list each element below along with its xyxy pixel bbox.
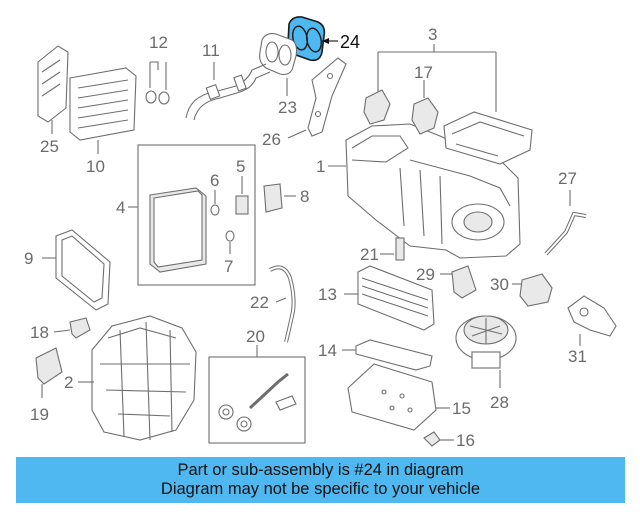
arrow-24 (322, 38, 329, 44)
part-12-orings (145, 90, 170, 105)
part-25-bracket (37, 45, 69, 123)
part-18-clip (69, 317, 91, 339)
callout-23: 23 (278, 98, 297, 117)
leader-3 (377, 44, 497, 112)
part-13-core (357, 265, 435, 331)
part-15-tray (347, 363, 437, 431)
callout-30: 30 (490, 275, 509, 294)
part-5-valve (235, 195, 249, 215)
callout-22: 22 (250, 293, 269, 312)
part-10-heater-core (69, 67, 137, 141)
parts-diagram: 24 23 26 11 12 25 10 (24, 16, 617, 450)
callout-6: 6 (210, 171, 219, 190)
part-30-actuator (519, 273, 553, 307)
info-banner: Part or sub-assembly is #24 in diagram D… (16, 457, 625, 503)
callout-21: 21 (360, 245, 379, 264)
callout-26: 26 (262, 130, 281, 149)
part-3-door (443, 111, 533, 165)
part-6-oring (210, 204, 220, 216)
part-16-screw (423, 431, 441, 447)
part-31-duct (567, 295, 617, 337)
callout-19: 19 (30, 405, 49, 424)
callout-3: 3 (428, 25, 437, 44)
part-19-actuator (35, 347, 63, 385)
callout-11: 11 (202, 41, 220, 60)
callout-4: 4 (116, 198, 125, 217)
callout-12: 12 (149, 33, 168, 52)
callout-15: 15 (452, 399, 471, 418)
part-8-seal (263, 183, 283, 213)
banner-line-2: Diagram may not be specific to your vehi… (160, 480, 481, 498)
part-11-pipe (185, 63, 271, 121)
part-20-kit (218, 372, 297, 432)
callout-25: 25 (40, 137, 59, 156)
part-23-flange (259, 33, 298, 76)
callout-14: 14 (318, 341, 337, 360)
callout-16: 16 (456, 431, 475, 450)
part-2-housing (91, 315, 197, 441)
banner-line-1: Part or sub-assembly is #24 in diagram (177, 461, 464, 479)
callout-2: 2 (64, 373, 73, 392)
part-14-rail (355, 339, 433, 371)
part-3-actuator (363, 89, 391, 125)
callout-7: 7 (224, 257, 233, 276)
callout-9: 9 (24, 249, 33, 268)
callout-28: 28 (490, 393, 509, 412)
part-21-sensor (395, 237, 405, 261)
part-17-actuator (411, 97, 439, 135)
part-7-oring (225, 230, 235, 242)
callout-27: 27 (558, 169, 577, 188)
part-9-filter (55, 229, 111, 311)
callout-1: 1 (316, 157, 325, 176)
callout-8: 8 (300, 187, 309, 206)
callout-29: 29 (416, 265, 435, 284)
callout-5: 5 (236, 157, 245, 176)
callout-10: 10 (86, 157, 105, 176)
callout-24[interactable]: 24 (340, 32, 360, 52)
callout-18: 18 (30, 323, 49, 342)
part-26-bracket (307, 57, 347, 137)
callout-20: 20 (246, 327, 265, 346)
part-4-evaporator (149, 187, 207, 273)
part-28-blower-motor (455, 315, 517, 369)
callout-13: 13 (318, 285, 337, 304)
callout-17: 17 (414, 63, 433, 82)
part-29-resistor (451, 265, 477, 299)
callout-31: 31 (568, 347, 587, 366)
